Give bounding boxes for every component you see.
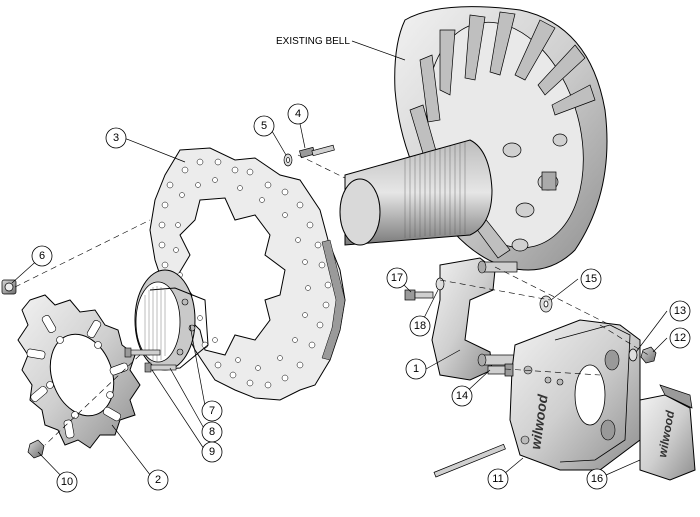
- callout-number: 10: [61, 476, 73, 488]
- existing-bell-leader: [351, 40, 406, 61]
- callout-2: 2: [147, 469, 169, 491]
- bolt-14: [487, 363, 514, 377]
- nut-10: [27, 439, 45, 459]
- assembly-centerlines: [14, 154, 651, 446]
- callout-number: 16: [591, 473, 603, 485]
- washer-5: [283, 153, 293, 167]
- callout-number: 2: [155, 474, 161, 486]
- existing-bell-label: EXISTING BELL: [276, 36, 350, 47]
- callout-7: 7: [201, 400, 223, 422]
- callout-number: 12: [674, 332, 686, 344]
- callout-number: 17: [391, 272, 403, 284]
- callout-8: 8: [201, 421, 223, 443]
- bolt-4: [299, 144, 335, 159]
- callout-number: 11: [492, 473, 503, 485]
- callout-4: 4: [287, 103, 309, 125]
- caliper: wilwood: [509, 319, 641, 471]
- callout-number: 5: [261, 120, 267, 132]
- callout-18: 18: [409, 315, 431, 337]
- nut-12: [640, 346, 657, 364]
- callout-10: 10: [56, 471, 78, 493]
- callout-15: 15: [580, 268, 602, 290]
- washer-13: [628, 348, 638, 362]
- callout-9: 9: [201, 441, 223, 463]
- callout-1: 1: [405, 358, 427, 380]
- brake-pad: wilwood: [639, 384, 696, 481]
- callout-number: 7: [209, 405, 215, 417]
- callout-number: 13: [674, 305, 686, 317]
- bolt-6: [1, 279, 17, 295]
- callout-6: 6: [31, 245, 53, 267]
- callout-number: 6: [39, 250, 45, 262]
- existing-bell: [339, 6, 608, 271]
- washer-18: [435, 277, 445, 291]
- callout-3: 3: [105, 127, 127, 149]
- callout-number: 3: [113, 132, 119, 144]
- caliper-bracket: [431, 257, 518, 381]
- callout-number: 18: [414, 320, 426, 332]
- callout-number: 15: [585, 273, 597, 285]
- callout-number: 8: [209, 426, 215, 438]
- callout-14: 14: [451, 385, 473, 407]
- callout-11: 11: [487, 468, 509, 490]
- callout-12: 12: [669, 327, 691, 349]
- caliper-brand-text: wilwood: [527, 393, 551, 450]
- hat-adapter: [17, 294, 141, 449]
- callout-number: 14: [456, 390, 468, 402]
- callout-13: 13: [669, 300, 691, 322]
- callout-16: 16: [586, 468, 608, 490]
- adapter-bolts: [124, 347, 177, 373]
- callout-17: 17: [386, 267, 408, 289]
- spline-adapter-ring: [134, 269, 209, 371]
- rotor: [149, 147, 346, 401]
- bolt-17: [404, 289, 434, 301]
- callout-number: 1: [413, 363, 419, 375]
- caliper-long-bolt: [433, 443, 506, 478]
- callout-number: 9: [209, 446, 215, 458]
- callout-5: 5: [253, 115, 275, 137]
- callout-number: 4: [295, 108, 301, 120]
